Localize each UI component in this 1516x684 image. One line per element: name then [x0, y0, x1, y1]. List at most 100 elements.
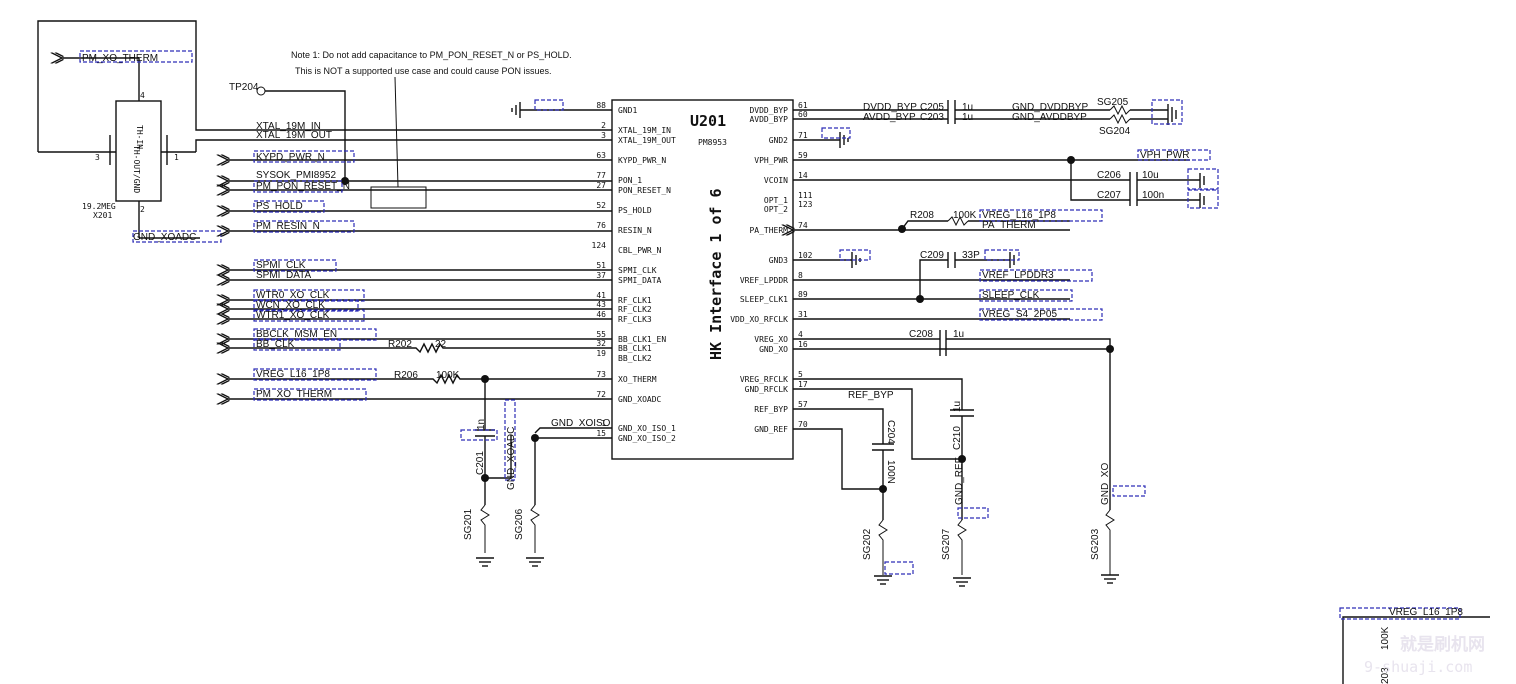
sg202-ref: SG202 — [862, 528, 873, 560]
chip-right-pin-num: 60 — [798, 110, 808, 119]
chip-left-pins: 88GND12XTAL_19M_IN3XTAL_19M_OUT63KYPD_PW… — [592, 101, 676, 443]
chip-right-pin-name: VREF_LPDDR — [740, 276, 788, 285]
chip-right-pin-num: 16 — [798, 340, 808, 349]
netlabel-box — [253, 220, 355, 233]
net-gnd-dvddbyp: GND_DVDDBYP — [1012, 102, 1088, 113]
net-vreg-l16-right: VREG_L16_1P8 — [982, 210, 1056, 221]
chip-left-pin-name: BB_CLK2 — [618, 354, 652, 363]
crystal-pin-3: 3 — [95, 153, 100, 162]
chip-right-pin-name: VREG_XO — [754, 335, 788, 344]
chip-left-pin-name: SPMI_CLK — [618, 266, 657, 275]
net-gnd-xo: GND_XO — [1100, 463, 1111, 505]
chip-right-pin-num: 70 — [798, 420, 808, 429]
r202-value: 22 — [435, 339, 447, 350]
chip-right-pin-num: 102 — [798, 251, 813, 260]
r202-ref: R202 — [388, 339, 412, 350]
netlabel-box — [253, 180, 343, 193]
chip-right-pin-num: 74 — [798, 221, 808, 230]
net-spmi-data: SPMI_DATA — [256, 270, 312, 281]
net-bbclk-en: BBCLK_MSM_EN — [256, 329, 337, 340]
chip-right-pin-name: OPT_1 — [764, 196, 788, 205]
netlabel-box — [253, 338, 341, 351]
net-vph-pwr: VPH_PWR — [1140, 150, 1189, 161]
c210-ref: C210 — [952, 426, 963, 450]
netlabel-box — [253, 289, 365, 302]
chip-right-pin-num: 71 — [798, 131, 808, 140]
chip-left-pin-name: KYPD_PWR_N — [618, 156, 666, 165]
net-wtr0: WTR0_XO_CLK — [256, 290, 330, 301]
net-pm-resin: PM_RESIN_N — [256, 221, 320, 232]
chip-left-pin-num: 19 — [596, 349, 606, 358]
crystal-x201: 3 1 4 2 TH-IN TH-OUT/GND 19.2MEG X201 — [37, 20, 612, 238]
netlabel-box — [253, 150, 355, 163]
chip-right-pin-num: 57 — [798, 400, 808, 409]
chip-right-pin-num: 123 — [798, 200, 813, 209]
netlabel-box — [253, 328, 377, 341]
net-gnd-avddbyp: GND_AVDDBYP — [1012, 112, 1087, 123]
sg203-ref: SG203 — [1090, 528, 1101, 560]
c204-value: 100N — [885, 460, 896, 484]
net-wtr1: WTR1_XO_CLK — [256, 310, 330, 321]
chip-left-pin-num: 72 — [596, 390, 606, 399]
chip-left-pin-name: RF_CLK3 — [618, 315, 652, 324]
chip-left-pin-name: GND1 — [618, 106, 637, 115]
r206-value: 100K — [436, 370, 460, 381]
r206-ref: R206 — [394, 370, 418, 381]
chip-left-pin-name: GND_XO_ISO_1 — [618, 424, 676, 433]
net-ps-hold: PS_HOLD — [256, 201, 303, 212]
netlabel-box — [253, 200, 325, 213]
note-line-1: Note 1: Do not add capacitance to PM_PON… — [291, 50, 572, 60]
chip-left-pin-name: BB_CLK1_EN — [618, 335, 666, 344]
sg206-ref: SG206 — [514, 508, 525, 540]
net-gnd-ref: GND_REF — [954, 457, 965, 505]
crystal-pin-4: 4 — [140, 91, 145, 100]
net-spmi-clk: SPMI_CLK — [256, 260, 306, 271]
chip-right-pin-num: 59 — [798, 151, 808, 160]
chip-left-pin-num: 63 — [596, 151, 606, 160]
chip-left-pin-num: 32 — [596, 339, 606, 348]
crystal-freq: 19.2MEG — [82, 202, 116, 211]
chip-right-pin-num: 31 — [798, 310, 808, 319]
r203-ref: 203 — [1380, 667, 1391, 684]
net-xtal-out: XTAL_19M_OUT — [256, 130, 332, 141]
c203-value: 1u — [962, 112, 973, 123]
chip-right-pin-num: 14 — [798, 171, 808, 180]
crystal-pin-1: 1 — [174, 153, 179, 162]
chip-part: PM8953 — [698, 138, 727, 147]
chip-right-pin-name: PA_THERM — [749, 226, 788, 235]
chip-right-pin-name: REF_BYP — [754, 405, 788, 414]
sg201-ref: SG201 — [463, 508, 474, 540]
chip-right-pin-name: GND2 — [769, 136, 788, 145]
sg207-ref: SG207 — [941, 528, 952, 560]
chip-left-pin-num: 77 — [596, 171, 606, 180]
chip-right-pin-name: DVDD_BYP — [749, 106, 788, 115]
c206-value: 10u — [1142, 170, 1159, 181]
sg204-ref: SG204 — [1099, 126, 1131, 137]
netlabel-box — [253, 299, 359, 312]
net-kypd: KYPD_PWR_N — [256, 152, 325, 163]
chip-left-pin-num: 15 — [596, 429, 606, 438]
c204-ref: C204 — [885, 420, 896, 444]
net-vreg-l16-left: VREG_L16_1P8 — [256, 369, 330, 380]
chip-right-pin-name: GND3 — [769, 256, 788, 265]
net-vref-lpddr3: VREF_LPDDR3 — [982, 270, 1054, 281]
chip-left-pin-name: CBL_PWR_N — [618, 246, 662, 255]
c210-value: 1u — [952, 401, 963, 412]
net-sysok: SYSOK_PMI8952 — [256, 170, 336, 181]
chip-right-pin-name: GND_XO — [759, 345, 788, 354]
chip-right-pin-name: VCOIN — [764, 176, 788, 185]
chip-left-pin-name: PS_HOLD — [618, 206, 652, 215]
chip-left-pin-name: GND_XO_ISO_2 — [618, 434, 676, 443]
crystal-ref: X201 — [93, 211, 112, 220]
chip-right-pin-name: VDD_XO_RFCLK — [730, 315, 788, 324]
chip-right-pin-name: GND_REF — [754, 425, 788, 434]
net-pm-xo-therm: PM_XO_THERM — [256, 389, 332, 400]
net-dvdd-byp: DVDD_BYP — [863, 102, 917, 113]
net-pm-xo-therm-top: PM_XO_THERM — [82, 53, 158, 64]
r208-value: 100K — [953, 210, 977, 221]
chip-left-pin-name: GND_XOADC — [618, 395, 662, 404]
chip-left-pin-num: 2 — [601, 121, 606, 130]
crystal-pin-2: 2 — [140, 205, 145, 214]
left-net-wires — [228, 160, 612, 399]
chip-left-pin-num: 51 — [596, 261, 606, 270]
